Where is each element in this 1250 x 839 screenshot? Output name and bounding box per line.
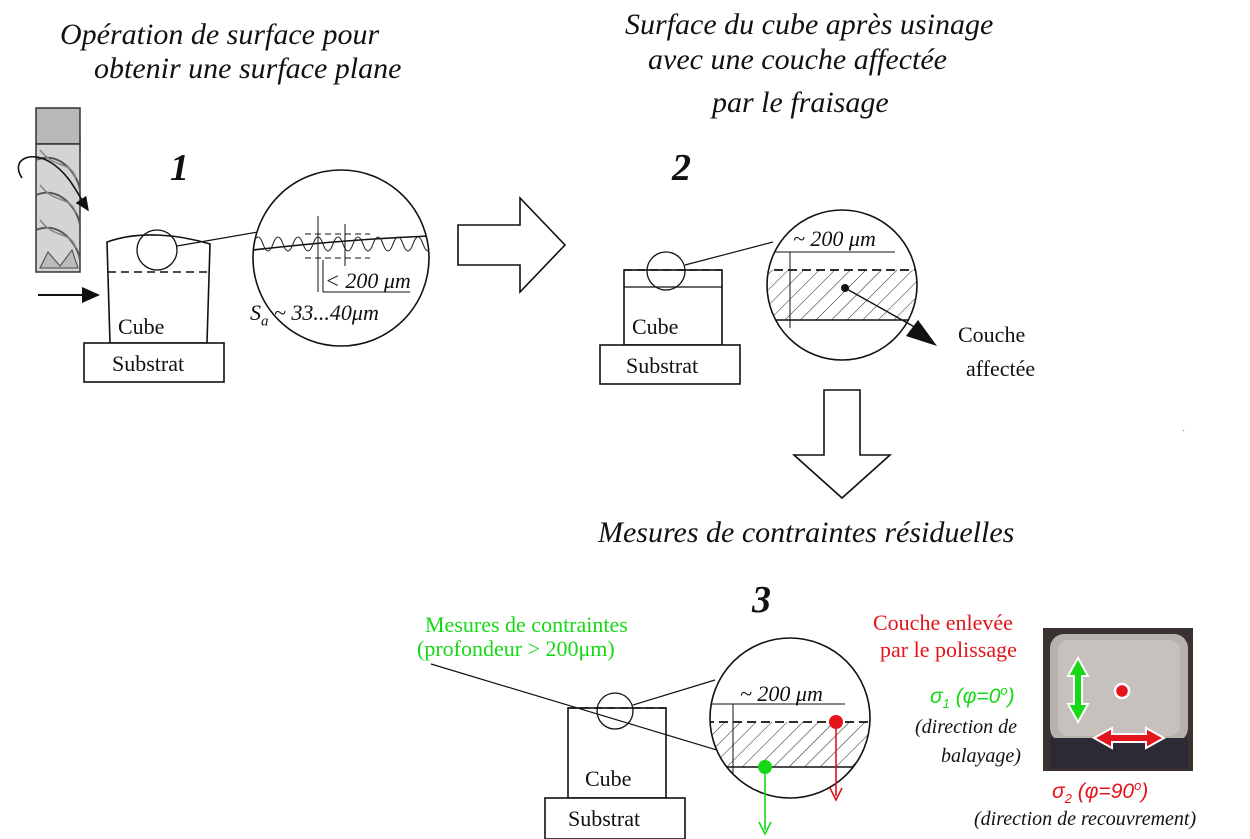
step3-cube-label: Cube [585, 766, 632, 791]
step3-removed-label-line1: Couche enlevée [873, 610, 1013, 635]
step1-roughness-label: Sa ~ 33...40μm [250, 300, 379, 330]
step3-number: 3 [752, 579, 771, 621]
step2-depth-label: ~ 200 μm [793, 226, 876, 251]
cube-photo [1043, 628, 1193, 771]
step3-measure-label-line1: Mesures de contraintes [425, 612, 628, 637]
zoom-circle-3 [709, 637, 871, 799]
step2-title-line2: avec une couche affectée [648, 43, 947, 76]
rotation-arrow [17, 156, 89, 212]
step2-substrate-label: Substrat [626, 353, 699, 378]
step1-substrate-label: Substrat [112, 351, 185, 376]
sigma1-direction-line2: balayage) [941, 745, 1021, 767]
sigma1-label: σ1 (φ=0o) [930, 683, 1015, 712]
step3-depth-label: ~ 200 μm [740, 681, 823, 706]
step2-layer-label-line1: Couche [958, 322, 1026, 347]
step1-cube-label: Cube [118, 314, 165, 339]
step1-title-line2: obtenir une surface plane [94, 52, 402, 85]
step2-layer-label-line2: affectée [966, 356, 1036, 381]
zoom-circle-1 [252, 169, 430, 347]
step3-measure-label-line2: (profondeur > 200μm) [417, 636, 615, 661]
step3-removed-label-line2: par le polissage [880, 637, 1017, 662]
step1-title-line1: Opération de surface pour [60, 18, 380, 51]
step2-title-line3: par le fraisage [712, 86, 889, 119]
step2-title-line1: Surface du cube après usinage [625, 8, 994, 41]
zoom-marker-2 [646, 251, 686, 291]
cube-2 [623, 269, 723, 346]
sigma2-label: σ2 (φ=90o) [1052, 778, 1149, 807]
layer-pointer [844, 287, 921, 331]
cube-3 [567, 707, 667, 799]
step3-title: Mesures de contraintes résiduelles [598, 516, 1015, 549]
arrow-step2-to-3 [791, 389, 893, 500]
milling-tool [35, 107, 81, 273]
sigma2-direction: (direction de recouvrement) [974, 808, 1197, 830]
zoom-marker-3 [596, 692, 634, 730]
cube-1 [106, 234, 211, 344]
substrate-1 [83, 342, 225, 383]
step1-depth-label: < 200 μm [325, 268, 411, 293]
sigma1-direction-line1: (direction de [915, 716, 1018, 738]
step2-cube-label: Cube [632, 314, 679, 339]
substrate-3 [544, 797, 686, 839]
step2-number: 2 [672, 147, 691, 189]
zoom-marker-1 [136, 229, 178, 271]
arrow-step1-to-2 [457, 196, 567, 294]
step3-substrate-label: Substrat [568, 806, 641, 831]
substrate-2 [599, 344, 741, 385]
step1-number: 1 [170, 147, 189, 189]
